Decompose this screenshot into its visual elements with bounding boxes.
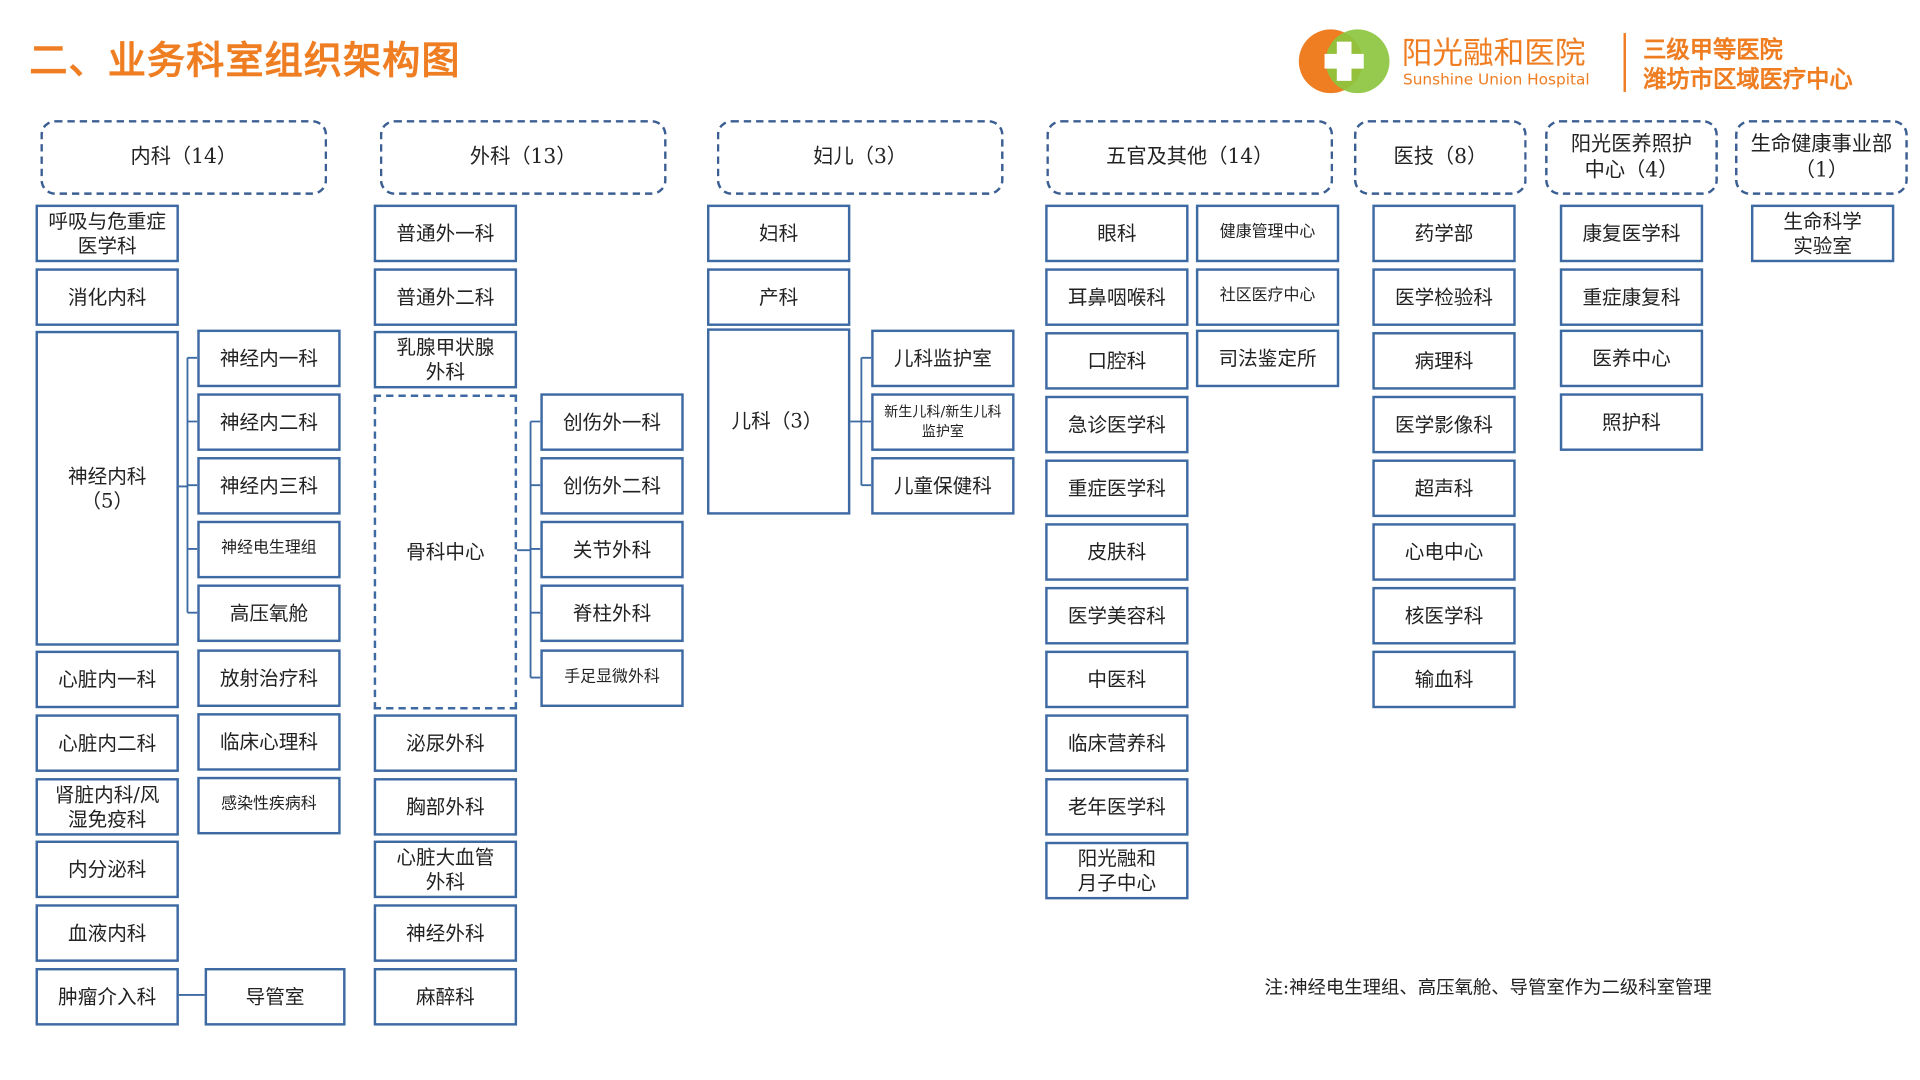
dept-box-neurology: 神经内科（5）	[35, 330, 179, 646]
connector-neuro	[177, 356, 198, 614]
dept-box: 医养中心	[1559, 329, 1704, 388]
dept-box: 药学部	[1372, 204, 1516, 263]
dept-box: 社区医疗中心	[1195, 268, 1340, 326]
dept-box-pediatrics: 儿科（3）	[706, 328, 851, 515]
footnote: 注:神经电生理组、高压氧舱、导管室作为二级科室管理	[1264, 976, 1712, 999]
dept-box: 心脏内二科	[35, 714, 179, 772]
dept-box: 司法鉴定所	[1195, 329, 1340, 388]
dept-box: 医学检验科	[1372, 268, 1516, 326]
dept-box: 产科	[706, 268, 851, 326]
dept-box: 新生儿科/新生儿科监护室	[871, 393, 1015, 451]
dept-box: 普通外一科	[373, 204, 518, 263]
dept-box: 神经内一科	[197, 329, 341, 388]
dept-box: 皮肤科	[1045, 523, 1189, 581]
dept-box: 脊柱外科	[540, 584, 684, 643]
dept-box: 神经外科	[373, 904, 518, 962]
dept-box: 妇科	[706, 204, 851, 263]
dept-box: 呼吸与危重症医学科	[35, 204, 179, 263]
dept-box: 感染性疾病科	[197, 776, 341, 835]
dept-box: 康复医学科	[1559, 204, 1704, 263]
dept-box: 生命科学实验室	[1750, 204, 1895, 263]
dept-box: 病理科	[1372, 332, 1516, 390]
dept-box-orthopedics: 骨科中心	[373, 394, 518, 710]
dept-box: 口腔科	[1045, 332, 1189, 390]
dept-box: 重症康复科	[1559, 268, 1704, 326]
category-fuer: 妇儿（3）	[716, 120, 1004, 195]
dept-box: 消化内科	[35, 268, 179, 326]
dept-box: 医学美容科	[1045, 586, 1189, 645]
dept-box: 临床营养科	[1045, 714, 1189, 772]
dept-box: 阳光融和月子中心	[1045, 841, 1189, 900]
hospital-logo: 阳光融和医院 Sunshine Union Hospital 三级甲等医院 潍坊…	[1296, 27, 1896, 101]
dept-box: 内分泌科	[35, 840, 179, 899]
dept-box: 普通外二科	[373, 268, 518, 326]
dept-box: 创伤外二科	[540, 457, 684, 515]
dept-box: 老年医学科	[1045, 778, 1189, 836]
dept-box: 医学影像科	[1372, 395, 1516, 454]
dept-box: 手足显微外科	[540, 649, 684, 707]
hospital-region: 潍坊市区域医疗中心	[1643, 66, 1853, 94]
dept-box: 关节外科	[540, 520, 684, 579]
dept-box: 麻醉科	[373, 967, 518, 1026]
category-waike: 外科（13）	[379, 120, 667, 195]
dept-box: 输血科	[1372, 650, 1516, 709]
dept-box: 重症医学科	[1045, 459, 1189, 518]
hospital-name: 阳光融和医院	[1401, 35, 1586, 72]
dept-box: 乳腺甲状腺外科	[373, 330, 518, 389]
dept-box: 血液内科	[35, 904, 179, 962]
hospital-grade: 三级甲等医院	[1643, 36, 1783, 64]
dept-box: 儿科监护室	[871, 329, 1015, 388]
dept-box: 高压氧舱	[197, 584, 341, 643]
category-yiji: 医技（8）	[1353, 120, 1527, 195]
dept-box: 照护科	[1559, 393, 1704, 451]
dept-box: 儿童保健科	[871, 457, 1015, 515]
hospital-name-en: Sunshine Union Hospital	[1402, 69, 1590, 89]
category-neike: 内科（14）	[40, 120, 328, 195]
dept-box: 神经内三科	[197, 457, 341, 515]
category-wuguan: 五官及其他（14）	[1046, 120, 1334, 195]
dept-box: 肿瘤介入科	[35, 967, 179, 1026]
dept-box: 创伤外一科	[540, 393, 684, 451]
dept-box: 心电中心	[1372, 523, 1516, 581]
category-shengming: 生命健康事业部（1）	[1735, 120, 1908, 195]
hospital-cross-logo-icon	[1298, 29, 1390, 94]
connector-peds	[849, 356, 872, 487]
dept-box: 临床心理科	[197, 713, 341, 771]
category-yiyang: 阳光医养照护中心（4）	[1545, 120, 1718, 195]
dept-box: 耳鼻咽喉科	[1045, 268, 1189, 326]
dept-box: 超声科	[1372, 459, 1516, 518]
connector-ortho	[515, 420, 541, 679]
dept-box: 急诊医学科	[1045, 395, 1189, 454]
page-title: 二、业务科室组织架构图	[29, 39, 461, 84]
dept-box: 肾脏内科/风湿免疫科	[35, 778, 179, 836]
dept-box: 健康管理中心	[1195, 204, 1340, 263]
dept-box: 中医科	[1045, 650, 1189, 709]
dept-box: 胸部外科	[373, 778, 518, 836]
dept-box: 泌尿外科	[373, 714, 518, 772]
dept-box: 心脏大血管外科	[373, 840, 518, 899]
logo-divider	[1623, 33, 1626, 92]
dept-box: 眼科	[1045, 204, 1189, 263]
dept-box-cath-lab: 导管室	[204, 967, 346, 1026]
dept-box: 心脏内一科	[35, 650, 179, 709]
dept-box: 神经电生理组	[197, 520, 341, 579]
dept-box: 放射治疗科	[197, 649, 341, 707]
dept-box: 核医学科	[1372, 586, 1516, 645]
dept-box: 神经内二科	[197, 393, 341, 451]
